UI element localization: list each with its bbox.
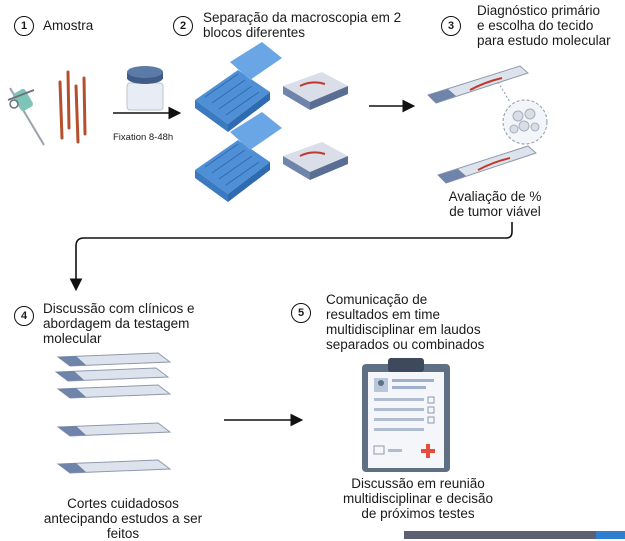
tissue-samples-icon — [58, 70, 87, 144]
step-1-label: Amostra — [43, 18, 94, 33]
step-5-label: Comunicação de resultados em time multid… — [326, 292, 485, 352]
connector-arrow — [69, 222, 513, 292]
formalin-container-icon — [126, 66, 164, 111]
syringe-icon — [7, 87, 45, 146]
step-4-label: Discussão com clínicos e abordagem da te… — [43, 301, 195, 346]
careful-cuts-label: Cortes cuidadosos antecipando estudos a … — [43, 496, 203, 541]
clipboard-report-icon — [362, 358, 450, 472]
paraffin-block-icon-bottom — [283, 142, 348, 180]
step-3-label: Diagnóstico primário e escolha do tecido… — [477, 3, 611, 48]
bottom-bar — [404, 531, 625, 539]
cassette-icon-top — [195, 42, 282, 132]
step-3-badge: 3 — [441, 16, 461, 36]
tumor-assessment-label: Avaliação de % de tumor viável — [448, 189, 542, 219]
step-4-badge: 4 — [14, 306, 34, 326]
step-2-badge: 2 — [173, 16, 193, 36]
meeting-discussion-label: Discussão em reunião multidisciplinar e … — [342, 476, 494, 521]
glass-slide-icon-bottom — [437, 145, 537, 184]
slide-stack-icon — [54, 352, 172, 474]
paraffin-block-icon-top — [283, 72, 348, 110]
microscope-view-icon — [502, 99, 548, 145]
step-2-label: Separação da macroscopia em 2 blocos dif… — [203, 10, 402, 40]
glass-slide-icon-top — [427, 65, 529, 104]
bottom-bar-accent — [596, 531, 625, 539]
cassette-icon-bottom — [195, 112, 282, 202]
step-5-badge: 5 — [291, 303, 311, 323]
step-1-badge: 1 — [14, 16, 34, 36]
fixation-label: Fixation 8-48h — [113, 132, 174, 143]
